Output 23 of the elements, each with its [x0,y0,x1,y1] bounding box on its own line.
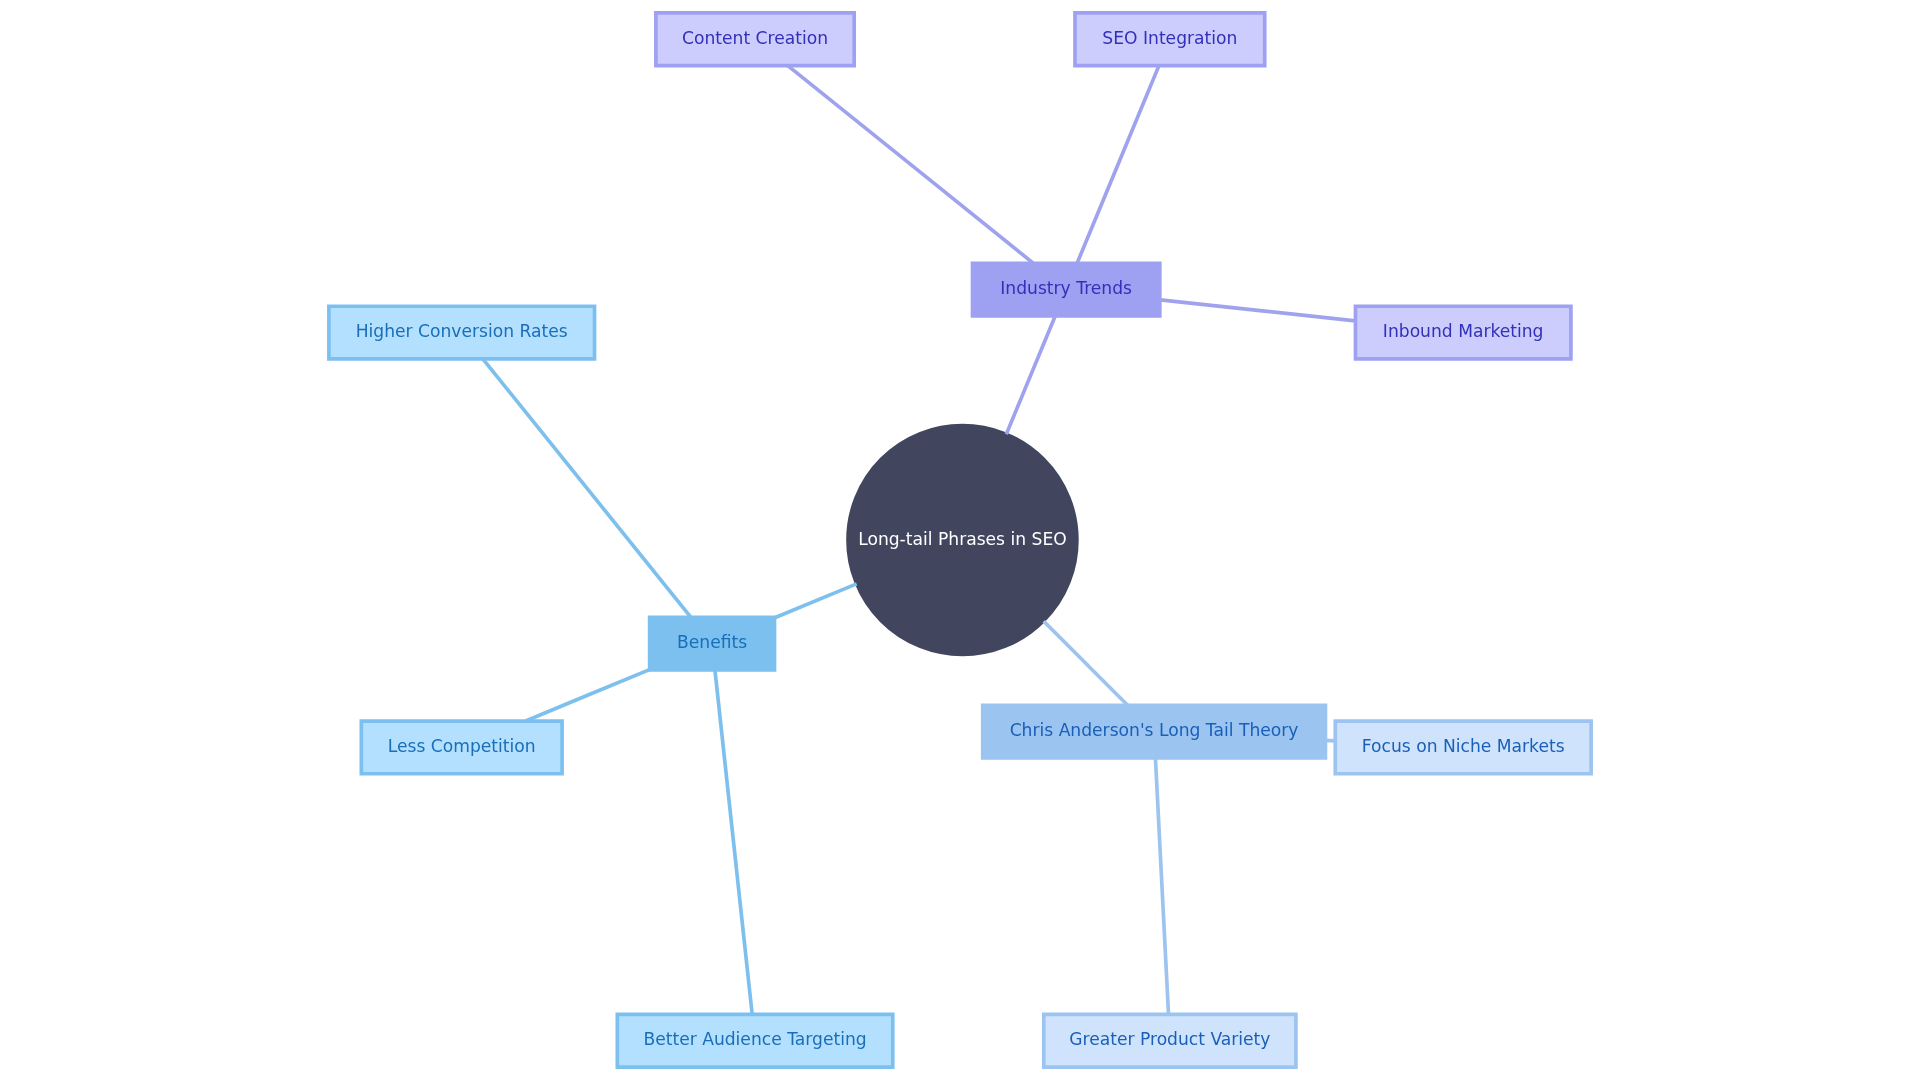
node-box: Better Audience Targeting [615,1012,895,1069]
node-box: Benefits [647,615,777,672]
node-box: Chris Anderson's Long Tail Theory [980,703,1328,760]
connector [481,357,693,619]
node-box: Focus on Niche Markets [1333,719,1593,776]
node-box: Higher Conversion Rates [327,304,597,361]
connector [786,64,1035,265]
node-box: SEO Integration [1073,11,1267,68]
node-box: Content Creation [654,11,857,68]
connector [1042,619,1129,707]
connector [1153,757,1171,1015]
connector [1160,298,1356,323]
connector [713,669,754,1015]
node-circle: Long-tail Phrases in SEO [846,423,1079,657]
node-box: Inbound Marketing [1353,304,1573,361]
connector [524,667,651,723]
connector [1004,315,1057,435]
connector [774,582,858,620]
node-box: Greater Product Variety [1041,1012,1298,1069]
connector [1075,64,1161,264]
node-box: Industry Trends [970,261,1162,318]
connector [1325,738,1336,743]
node-box: Less Competition [359,719,564,776]
